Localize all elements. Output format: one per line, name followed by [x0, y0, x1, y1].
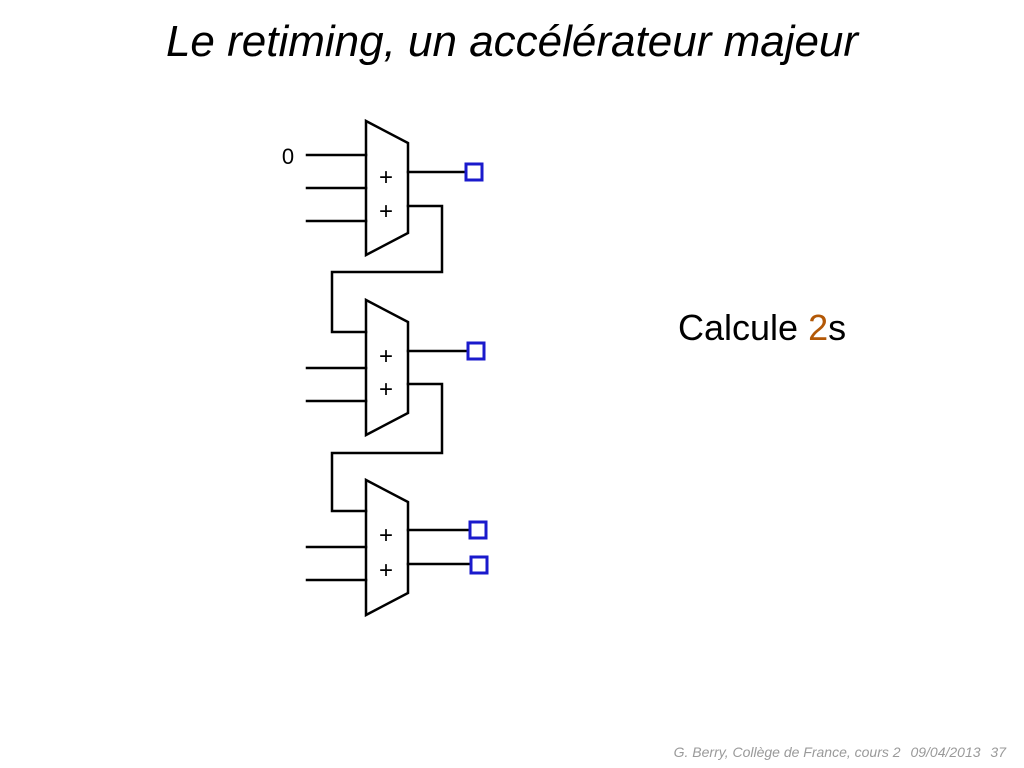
adder-block-3: [364, 477, 410, 618]
adder-op-label: +: [379, 522, 393, 549]
adder-block-2: [364, 297, 410, 438]
slide-footer: G. Berry, Collège de France, cours 2 09/…: [674, 744, 1006, 760]
adder-op-label: +: [379, 198, 393, 225]
adder-op-label: +: [379, 376, 393, 403]
register-box: [468, 520, 488, 540]
register-box: [464, 162, 484, 182]
adder-op-label: +: [379, 343, 393, 370]
footer-date: 09/04/2013: [910, 744, 981, 760]
register-box: [469, 555, 489, 575]
register-box: [466, 341, 486, 361]
footer-page-number: 37: [990, 744, 1006, 760]
annotation-text: Calcule 2s: [678, 306, 846, 350]
adder-op-label: +: [379, 164, 393, 191]
adder-block-1: [364, 118, 410, 258]
annotation-suffix: s: [828, 307, 847, 348]
constant-input-label: 0: [282, 144, 294, 169]
footer-author: G. Berry, Collège de France, cours 2: [673, 744, 901, 760]
adder-op-label: +: [379, 557, 393, 584]
annotation-number: 2: [808, 307, 829, 348]
carry-wire: [330, 204, 444, 334]
carry-wire: [330, 382, 444, 513]
annotation-prefix: Calcule: [678, 307, 809, 348]
slide-title: Le retiming, un accélérateur majeur: [165, 17, 859, 66]
